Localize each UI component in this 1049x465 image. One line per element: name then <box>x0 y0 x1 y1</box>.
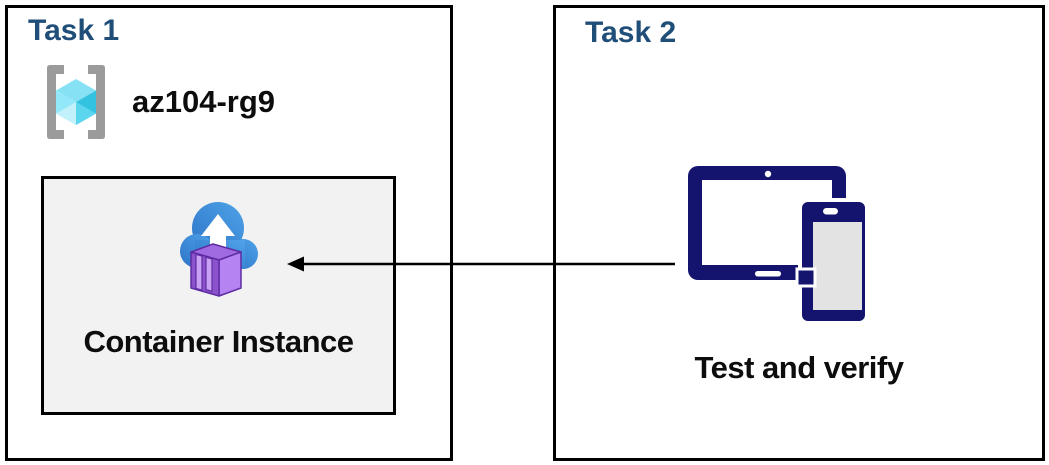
task2-title: Task 2 <box>585 16 677 49</box>
tablet-phone-interlock <box>795 267 817 288</box>
phone-screen <box>813 222 862 310</box>
resource-group-icon <box>47 65 105 139</box>
container-instance-box: Container Instance <box>41 176 396 415</box>
phone-speaker-slot <box>823 208 838 215</box>
task2-box: Task 2 Test and verify <box>553 5 1045 461</box>
tablet-home-slot <box>755 271 781 277</box>
resource-group-name: az104-rg9 <box>132 84 276 119</box>
phone-shape <box>798 198 869 325</box>
container-instance-label: Container Instance <box>83 324 354 359</box>
upload-arrow-shape <box>200 214 235 260</box>
tablet-phone-icon <box>688 166 869 325</box>
left-bracket-shape <box>47 65 64 139</box>
task1-title: Task 1 <box>28 14 120 47</box>
test-and-verify-label: Test and verify <box>694 350 904 385</box>
resource-group-row: az104-rg9 <box>36 60 275 144</box>
cube-left-light-face <box>56 102 76 125</box>
task1-box: Task 1 az104-rg9 <box>5 5 453 461</box>
cube-right-light-face <box>76 102 96 125</box>
tablet-camera-dot <box>764 170 772 178</box>
container-box-shape <box>189 243 242 297</box>
container-instance-icon <box>179 202 258 297</box>
right-bracket-shape <box>88 65 105 139</box>
